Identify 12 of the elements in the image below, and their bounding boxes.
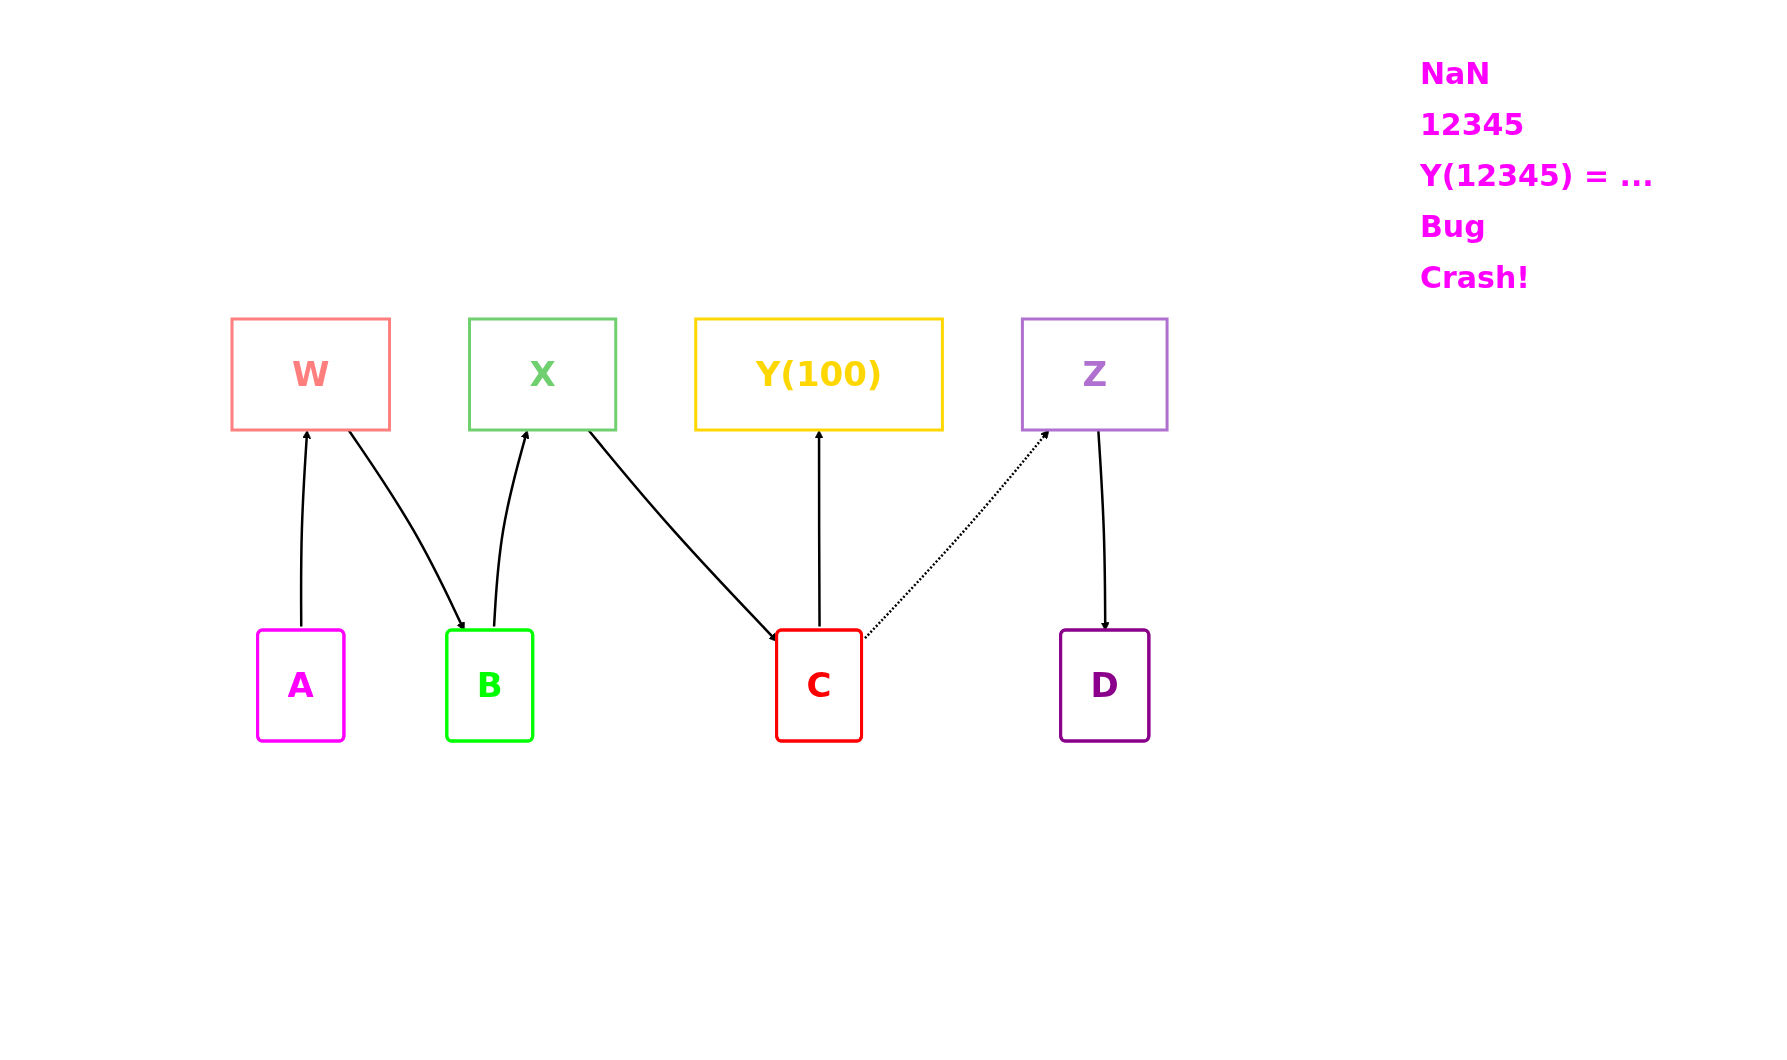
annotation-text: Y(12345) = ... (1420, 158, 1654, 193)
node-box: X (468, 317, 618, 432)
node-box: Y(100) (694, 317, 945, 432)
arrow (815, 430, 824, 627)
annotation-text: NaN (1420, 56, 1491, 91)
arrow (493, 430, 530, 627)
arrow (300, 430, 312, 627)
annotation-text: Bug (1420, 209, 1486, 244)
node-box: W (230, 317, 392, 432)
node-box: Z (1021, 317, 1170, 432)
annotation-text: Crash! (1420, 260, 1530, 295)
annotation-text: 12345 (1420, 107, 1525, 142)
